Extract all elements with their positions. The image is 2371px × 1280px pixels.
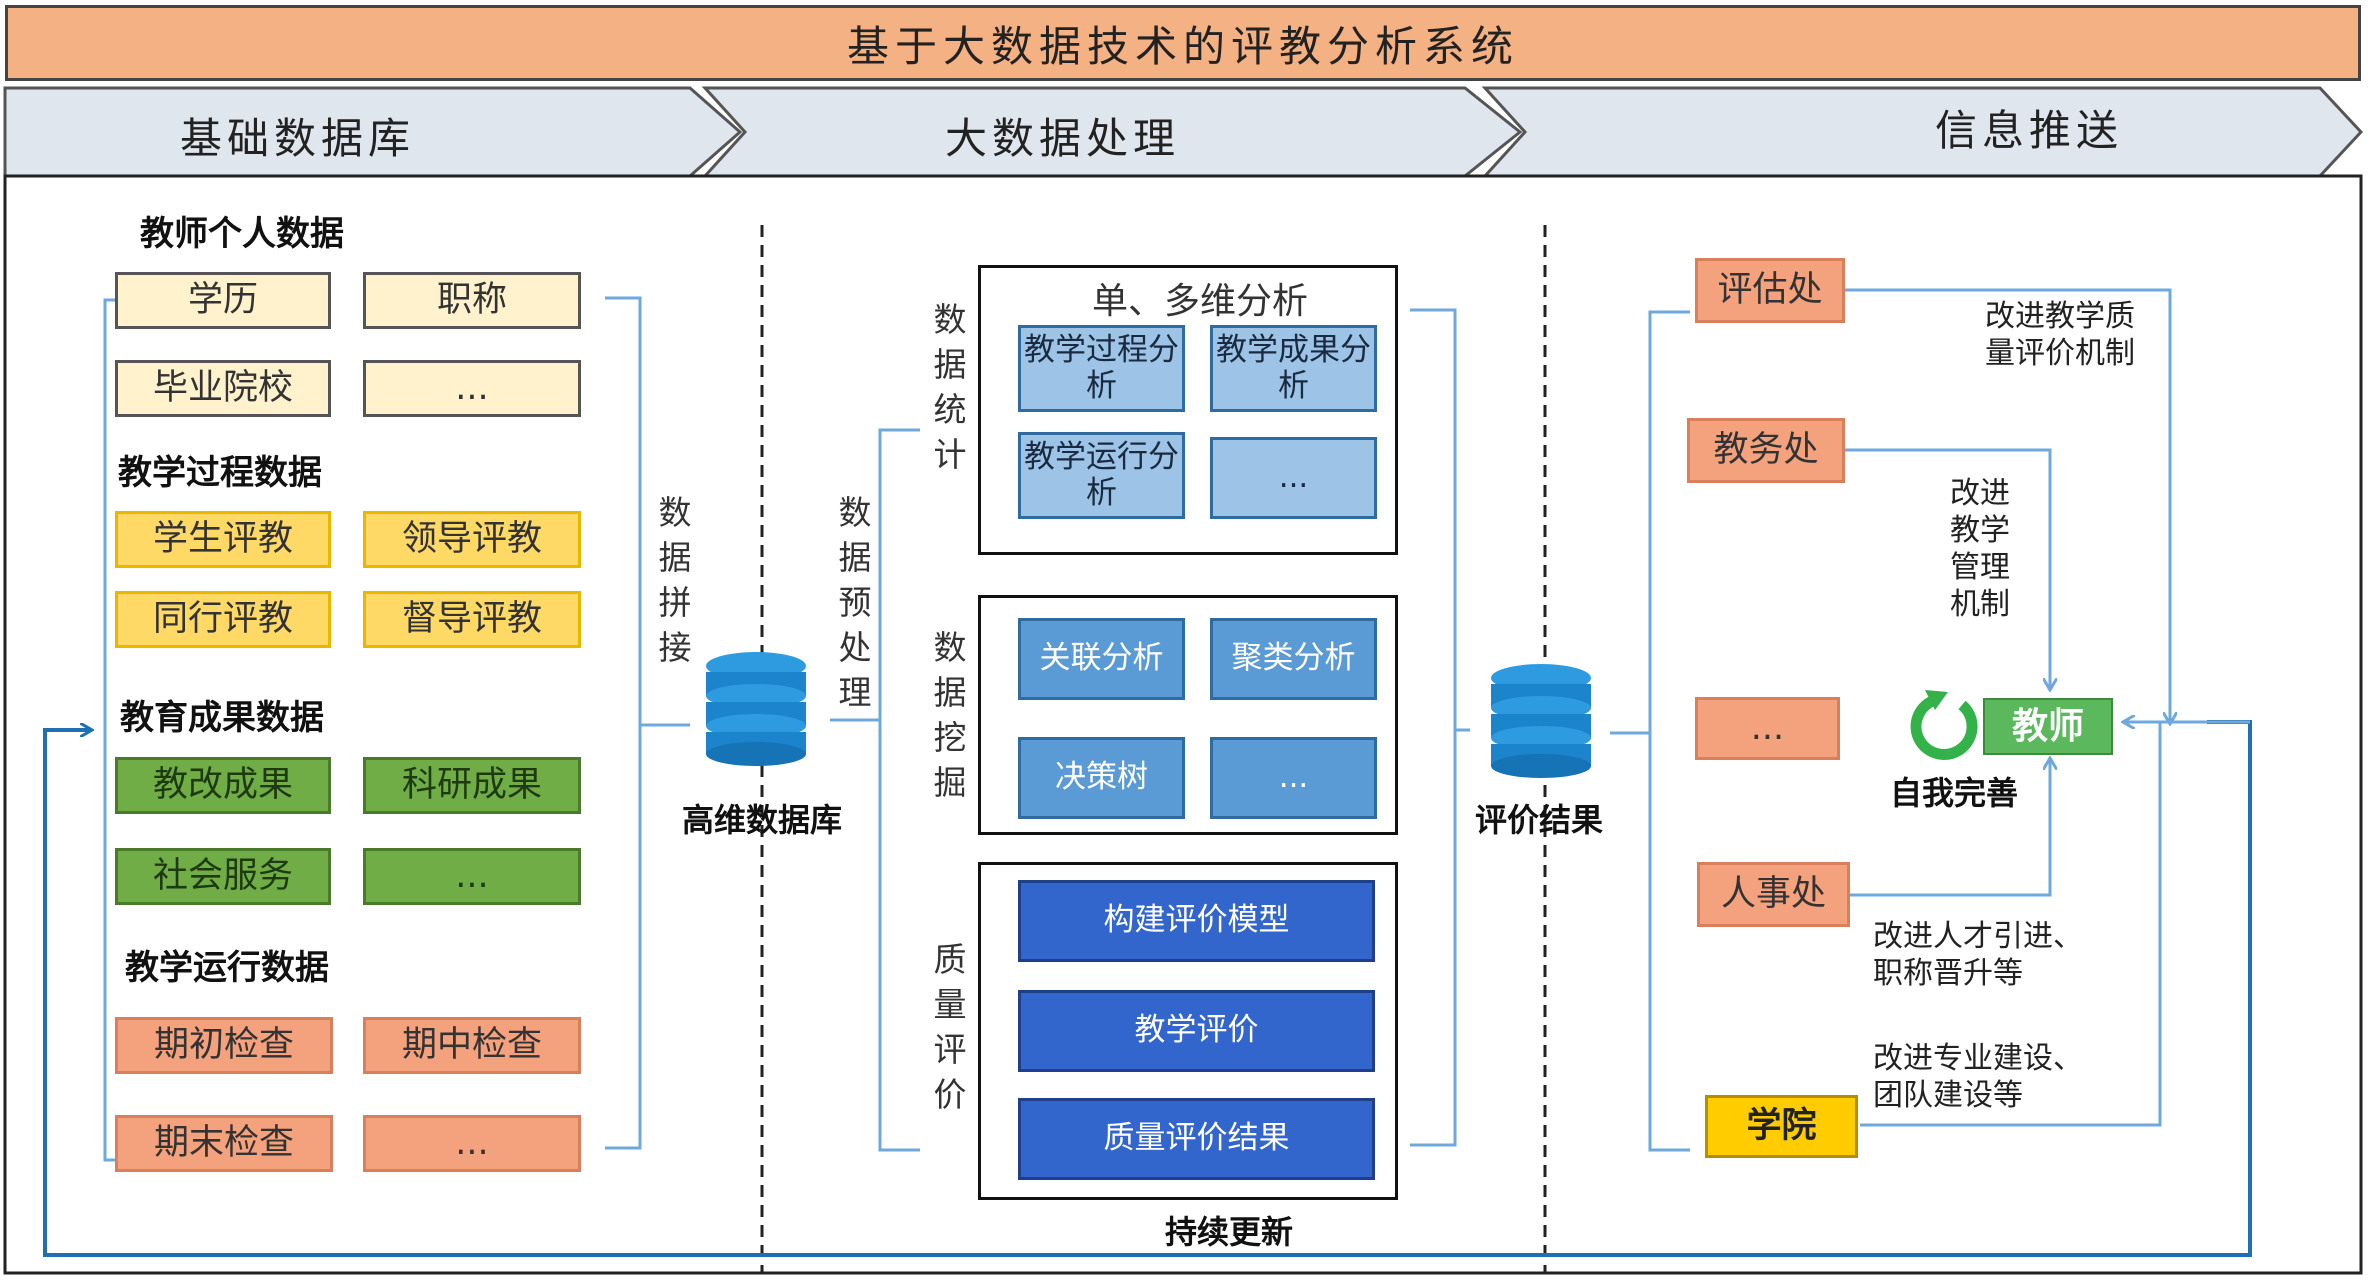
- mining-more: ...: [1210, 737, 1377, 819]
- left-bracket: [103, 298, 115, 1162]
- splice-label: 数据拼接: [658, 493, 692, 667]
- note-renshi: 改进人才引进、职称晋升等: [1873, 919, 2083, 991]
- arrow-pinggu: [1845, 288, 2170, 722]
- quality-side-label: 质量评价: [933, 940, 967, 1114]
- item-jiaogai: 教改成果: [115, 757, 331, 814]
- outer-frame: [3, 174, 2363, 1275]
- processing-bracket: [1410, 308, 1470, 1147]
- statistics-side-label: 数据统计: [933, 300, 967, 474]
- arrow-xueyuan: [1860, 722, 2162, 1127]
- item-qimo: 期末检查: [115, 1115, 333, 1172]
- mining-side-label: 数据挖掘: [933, 628, 967, 802]
- stage-label-processing: 大数据处理: [945, 114, 1181, 163]
- page-title: 基于大数据技术的评教分析系统: [5, 5, 2361, 81]
- continuous-update-label: 持续更新: [1165, 1213, 1294, 1251]
- foundation-brace: [605, 296, 690, 1150]
- push-bracket: [1610, 310, 1690, 1152]
- group-title-outcome: 教育成果数据: [120, 698, 324, 738]
- group-title-operation: 教学运行数据: [125, 948, 329, 988]
- dept-renshi: 人事处: [1697, 862, 1850, 927]
- stat-more: ...: [1210, 437, 1377, 519]
- group-title-process: 教学过程数据: [118, 453, 322, 493]
- arrow-renshi: [1850, 760, 2050, 897]
- item-shehui: 社会服务: [115, 848, 331, 905]
- stat-outcome: 教学成果分析: [1210, 325, 1377, 412]
- item-operation-more: ...: [363, 1115, 581, 1172]
- database-icon: [1491, 664, 1591, 778]
- item-outcome-more: ...: [363, 848, 581, 905]
- item-keyan: 科研成果: [363, 757, 581, 814]
- preprocess-bracket: [830, 428, 920, 1152]
- quality-model: 构建评价模型: [1018, 880, 1375, 962]
- preprocess-label: 数据预处理: [838, 493, 872, 712]
- quality-evaluation: 教学评价: [1018, 990, 1375, 1072]
- refresh-cycle-icon: [1910, 690, 1978, 760]
- teacher-node: 教师: [1983, 698, 2113, 755]
- result-label: 评价结果: [1475, 801, 1604, 839]
- database-icon: [706, 652, 806, 766]
- quality-result: 质量评价结果: [1018, 1098, 1375, 1180]
- stat-process: 教学过程分析: [1018, 325, 1185, 412]
- dept-pinggu: 评估处: [1695, 258, 1845, 323]
- stat-operation: 教学运行分析: [1018, 432, 1185, 519]
- note-jiaowu: 改进教学管理机制: [1950, 476, 2010, 622]
- item-personal-more: ...: [363, 360, 581, 417]
- stage-chevron-1: [3, 86, 743, 178]
- stage-chevron-3: [1481, 86, 2364, 178]
- note-pinggu: 改进教学质量评价机制: [1985, 299, 2135, 371]
- dept-xueyuan: 学院: [1705, 1095, 1858, 1158]
- group-title-personal: 教师个人数据: [140, 214, 344, 254]
- item-dudao: 督导评教: [363, 591, 581, 648]
- item-biye: 毕业院校: [115, 360, 331, 417]
- mining-association: 关联分析: [1018, 618, 1185, 700]
- mining-cluster: 聚类分析: [1210, 618, 1377, 700]
- item-lingdao: 领导评教: [363, 511, 581, 568]
- stage-label-push: 信息推送: [1935, 106, 2124, 155]
- mining-tree: 决策树: [1018, 737, 1185, 819]
- item-xuesheng: 学生评教: [115, 511, 331, 568]
- self-improve-label: 自我完善: [1890, 774, 2019, 812]
- item-xueli: 学历: [115, 272, 331, 329]
- statistics-header: 单、多维分析: [1092, 281, 1309, 322]
- note-xueyuan: 改进专业建设、团队建设等: [1873, 1041, 2083, 1113]
- dept-jiaowu: 教务处: [1687, 418, 1845, 483]
- item-qizhong: 期中检查: [363, 1017, 581, 1074]
- item-tonghang: 同行评教: [115, 591, 331, 648]
- item-qichu: 期初检查: [115, 1017, 333, 1074]
- database-label: 高维数据库: [682, 801, 843, 839]
- stage-label-foundation: 基础数据库: [180, 114, 416, 163]
- arrow-jiaowu: [1845, 448, 2050, 688]
- dept-more: ...: [1695, 697, 1840, 760]
- item-zhicheng: 职称: [363, 272, 581, 329]
